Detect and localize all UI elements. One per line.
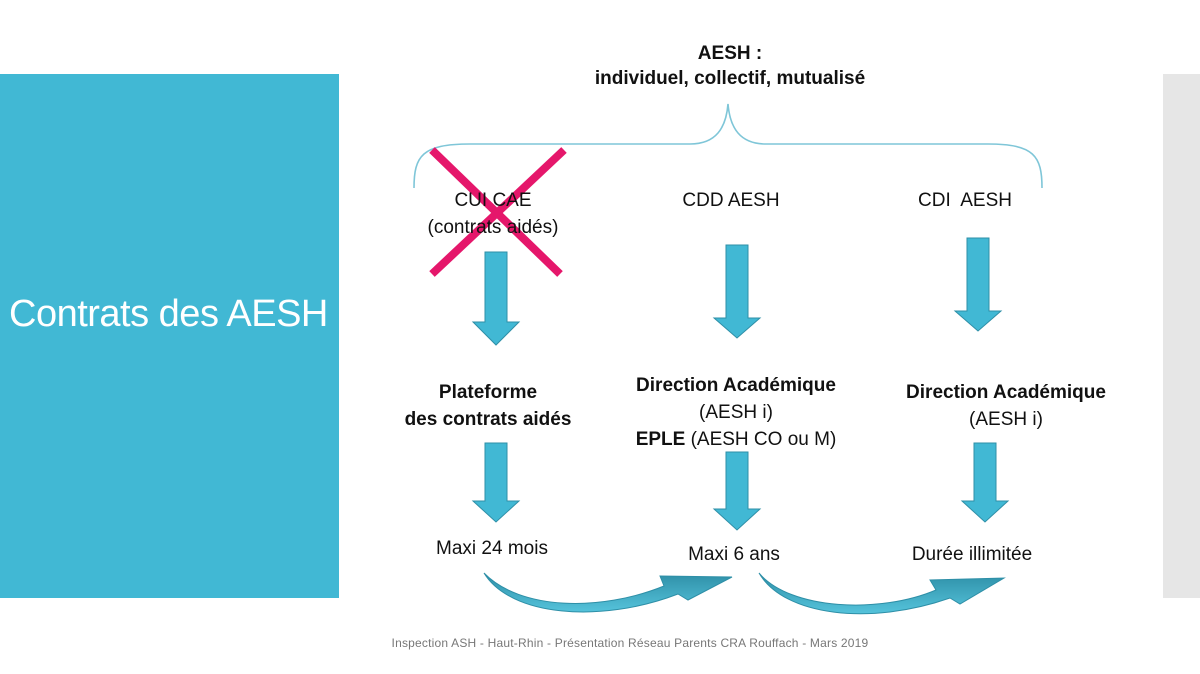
down-arrow-icon xyxy=(953,237,1003,332)
contract-cdi-aesh: CDI AESH xyxy=(918,190,1012,211)
employer-line2: (AESH i) xyxy=(699,402,773,423)
employer-line3: EPLE (AESH CO ou M) xyxy=(606,427,866,453)
contract-cdd-aesh: CDD AESH xyxy=(682,190,780,211)
employer-line3-rest: (AESH CO ou M) xyxy=(685,429,837,450)
employer-line2: (AESH i) xyxy=(969,409,1043,430)
employer-line1: Direction Académique xyxy=(906,382,1106,403)
employer-line1: Direction Académique xyxy=(636,375,836,396)
employer-line3-bold: EPLE xyxy=(635,429,686,450)
curved-arrow-icon xyxy=(483,572,733,613)
top-heading-line1: AESH : xyxy=(697,43,763,64)
footer-text: Inspection ASH - Haut-Rhin - Présentatio… xyxy=(391,636,869,650)
down-arrow-icon xyxy=(471,442,521,523)
contract-cui-cae: CUI CAE xyxy=(454,190,532,211)
slide-title: Contrats des AESH xyxy=(9,293,328,335)
duration-label: Maxi 24 mois xyxy=(436,538,548,559)
right-decoration-bar xyxy=(1163,74,1200,598)
down-arrow-icon xyxy=(960,442,1010,523)
employer-line1: Plateforme xyxy=(438,382,538,403)
side-panel xyxy=(0,74,339,598)
down-arrow-icon xyxy=(712,244,762,339)
cross-out-icon xyxy=(429,147,567,277)
top-heading-line2: individuel, collectif, mutualisé xyxy=(594,68,866,89)
brace xyxy=(413,103,1043,189)
down-arrow-icon xyxy=(712,451,762,531)
down-arrow-icon xyxy=(471,251,521,346)
duration-label: Durée illimitée xyxy=(911,544,1033,565)
employer-line2: des contrats aidés xyxy=(404,409,572,430)
curved-arrow-icon xyxy=(758,572,1006,615)
contract-cui-cae-note: (contrats aidés) xyxy=(427,217,559,238)
duration-label: Maxi 6 ans xyxy=(688,544,780,565)
